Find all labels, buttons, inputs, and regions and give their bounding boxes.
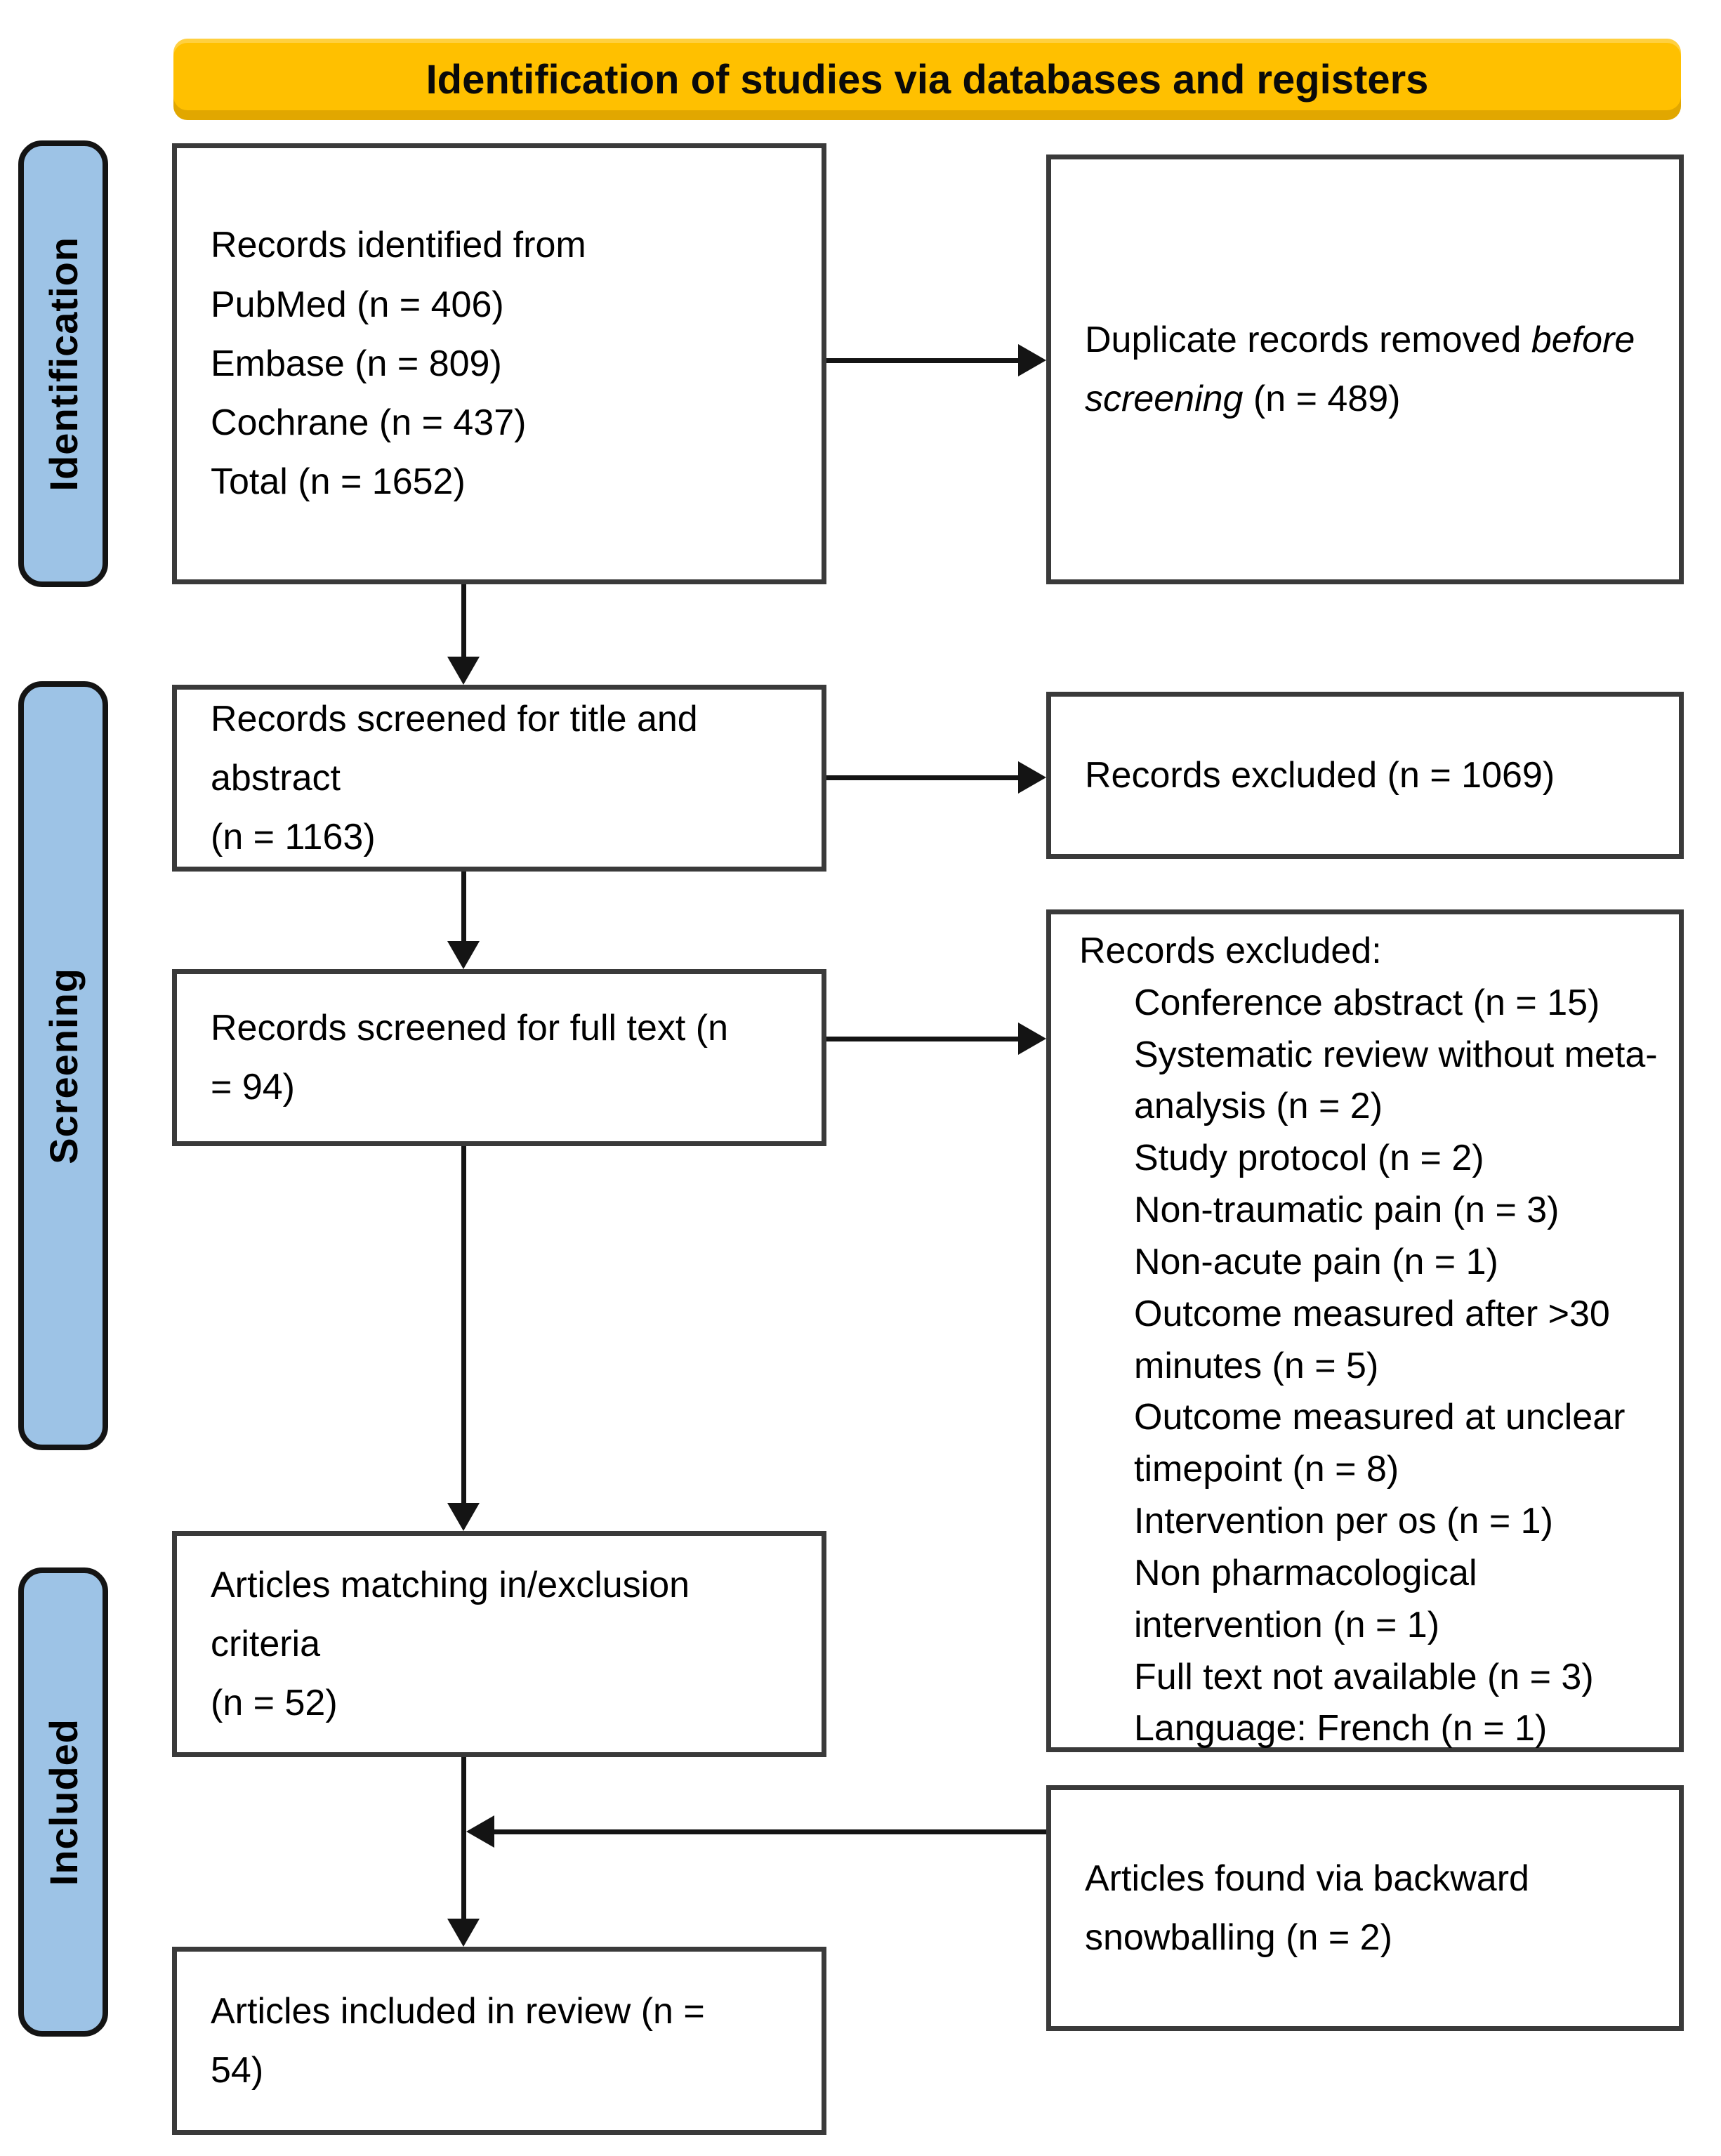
excluded-item-study-protocol: Study protocol (n = 2) <box>1134 1138 1484 1179</box>
stage-included: Included <box>18 1567 108 2037</box>
duplicates-removed-text: Duplicate records removed before screeni… <box>1085 310 1662 428</box>
snowballing-line2: snowballing (n = 2) <box>1085 1917 1392 1958</box>
stage-included-label: Included <box>41 1718 86 1886</box>
screened-title-count: (n = 1163) <box>211 817 376 858</box>
screened-fulltext-line2: = 94) <box>211 1067 295 1107</box>
records-identified-cochrane: Cochrane (n = 437) <box>211 402 527 444</box>
excluded-item-outcome-after-30: Outcome measured after >30 minutes (n = … <box>1134 1293 1610 1386</box>
arrow-screening-to-excluded-head <box>1018 761 1046 794</box>
records-identified-pubmed: PubMed (n = 406) <box>211 284 504 325</box>
arrow-snowballing-join-head <box>466 1815 494 1848</box>
duplicates-removed-box: Duplicate records removed before screeni… <box>1046 155 1684 584</box>
arrow-matching-to-included-head <box>447 1919 480 1947</box>
arrow-matching-to-included-line <box>461 1757 466 1920</box>
duplicates-text-italic: before screening <box>1085 319 1635 419</box>
arrow-fulltext-to-excluded-head <box>1018 1023 1046 1055</box>
snowballing-line1: Articles found via backward <box>1085 1858 1529 1899</box>
records-screened-title-abstract-box: Records screened for title and abstract … <box>172 685 826 872</box>
arrow-fulltext-to-matching-line <box>461 1146 466 1506</box>
records-identified-embase: Embase (n = 809) <box>211 343 502 384</box>
records-identified-total: Total (n = 1652) <box>211 461 466 503</box>
arrow-title-to-fulltext-line <box>461 872 466 943</box>
articles-matching-criteria-box: Articles matching in/exclusion criteria … <box>172 1531 826 1757</box>
duplicates-text-normal2: (n = 489) <box>1243 379 1401 419</box>
stage-screening-label: Screening <box>41 967 86 1164</box>
arrow-fulltext-to-excluded-line <box>826 1037 1018 1041</box>
arrow-screening-to-excluded-line <box>826 775 1018 780</box>
arrow-fulltext-to-matching-head <box>447 1503 480 1531</box>
duplicates-text-normal1: Duplicate records removed <box>1085 319 1531 360</box>
screened-title-line2: abstract <box>211 757 341 798</box>
screened-title-line1: Records screened for title and <box>211 698 698 740</box>
records-excluded-screening-box: Records excluded (n = 1069) <box>1046 692 1684 859</box>
arrow-title-to-fulltext-head <box>447 941 480 969</box>
excluded-item-non-traumatic-pain: Non-traumatic pain (n = 3) <box>1134 1190 1560 1231</box>
backward-snowballing-box: Articles found via backward snowballing … <box>1046 1785 1684 2031</box>
matching-criteria-line1: Articles matching in/exclusion <box>211 1564 690 1605</box>
records-screened-full-text-box: Records screened for full text (n = 94) <box>172 969 826 1146</box>
records-excluded-full-text-box: Records excluded: Conference abstract (n… <box>1046 909 1684 1752</box>
excluded-item-non-pharmacological: Non pharmacological intervention (n = 1) <box>1134 1552 1477 1645</box>
arrow-identified-to-screening-head <box>447 657 480 685</box>
screened-fulltext-line1: Records screened for full text (n <box>211 1007 728 1049</box>
records-identified-box: Records identified from PubMed (n = 406)… <box>172 143 826 584</box>
excluded-item-outcome-unclear: Outcome measured at unclear timepoint (n… <box>1134 1397 1626 1490</box>
excluded-item-systematic-review: Systematic review without meta-analysis … <box>1134 1034 1658 1127</box>
arrow-identified-to-screening-line <box>461 584 466 659</box>
arrow-identified-to-duplicates-head <box>1018 344 1046 376</box>
stage-identification-label: Identification <box>41 236 86 492</box>
records-excluded-screening-text: Records excluded (n = 1069) <box>1085 754 1555 796</box>
diagram-title: Identification of studies via databases … <box>426 56 1429 103</box>
stage-identification: Identification <box>18 140 108 587</box>
articles-included-box: Articles included in review (n = 54) <box>172 1947 826 2135</box>
excluded-item-intervention-per-os: Intervention per os (n = 1) <box>1134 1501 1553 1542</box>
included-review-line2: 54) <box>211 2050 264 2091</box>
arrow-snowballing-join-line <box>494 1829 1046 1834</box>
matching-criteria-line2: criteria <box>211 1623 321 1664</box>
excluded-item-non-acute-pain: Non-acute pain (n = 1) <box>1134 1241 1498 1282</box>
stage-screening: Screening <box>18 681 108 1450</box>
matching-criteria-count: (n = 52) <box>211 1683 338 1724</box>
excluded-item-conference-abstract: Conference abstract (n = 15) <box>1134 982 1600 1023</box>
included-review-line1: Articles included in review (n = <box>211 1990 705 2032</box>
excluded-item-full-text-unavailable: Full text not available (n = 3) <box>1134 1656 1594 1697</box>
records-excluded-title: Records excluded: <box>1079 931 1382 971</box>
arrow-identified-to-duplicates-line <box>826 358 1018 363</box>
excluded-item-language-french: Language: French (n = 1) <box>1134 1708 1548 1749</box>
diagram-title-banner: Identification of studies via databases … <box>173 39 1681 120</box>
records-identified-line: Records identified from <box>211 225 586 266</box>
